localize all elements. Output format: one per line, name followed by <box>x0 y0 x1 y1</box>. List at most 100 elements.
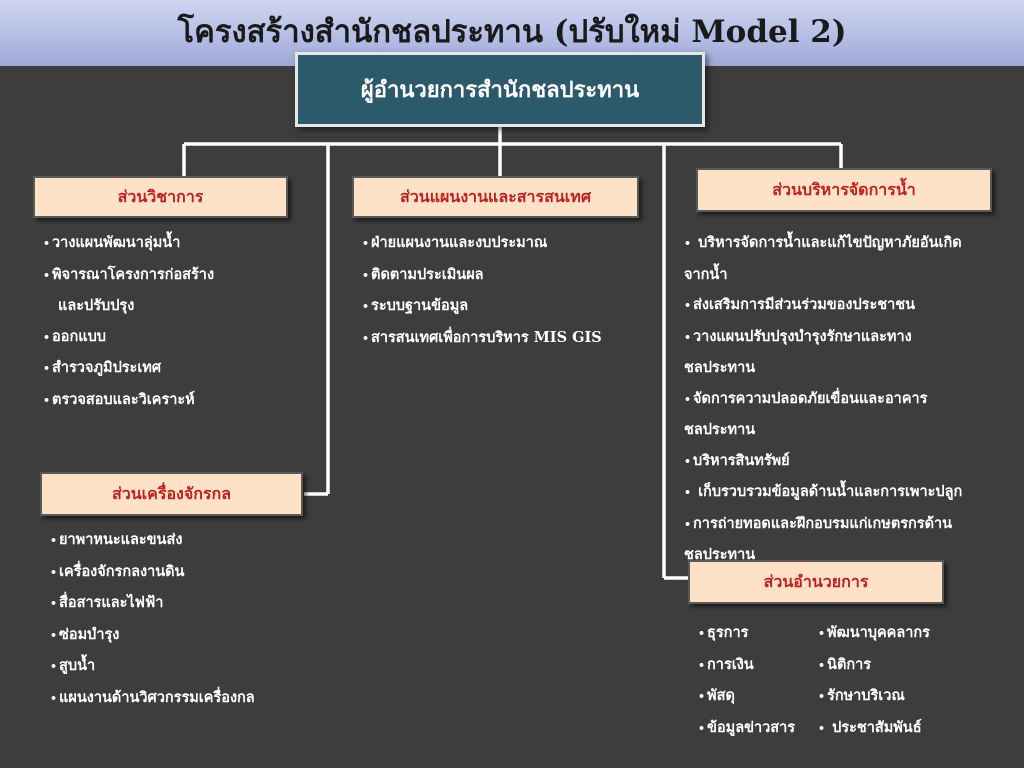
list-item-text: ชลประทาน <box>684 359 756 376</box>
bullet-icon: • <box>818 658 826 672</box>
bullet-icon: • <box>362 268 370 282</box>
dept-label-water: ส่วนบริหารจัดการน้ำ <box>772 179 916 199</box>
list-item: •นิติการ <box>818 650 930 682</box>
list-item-text: จากน้ำ <box>684 265 728 283</box>
list-item: •สารสนเทศเพื่อการบริหาร MIS GIS <box>362 323 602 355</box>
bullet-icon: • <box>43 393 51 407</box>
list-item-text: พัสดุ <box>707 687 735 704</box>
list-item: •สูบน้ำ <box>50 651 255 683</box>
list-item: •ยาพาหนะและขนส่ง <box>50 525 255 557</box>
list-item: ชลประทาน <box>684 353 1004 384</box>
bullet-icon: • <box>43 268 51 282</box>
list-item-text: เครื่องจักรกลงานดิน <box>59 562 185 580</box>
list-item-text: สูบน้ำ <box>59 657 96 674</box>
list-item-text: พิจารณาโครงการก่อสร้าง <box>52 265 215 283</box>
dept-box-planning: ส่วนแผนงานและสารสนเทศ <box>352 176 639 218</box>
list-item-text: แผนงานด้านวิศวกรรมเครื่องกล <box>59 688 255 706</box>
bullet-icon: • <box>698 721 706 735</box>
bullet-icon: • <box>50 534 58 547</box>
list-item: •การเงิน <box>698 650 795 682</box>
list-machinery: •ยาพาหนะและขนส่ง •เครื่องจักรกลงานดิน •ส… <box>50 525 255 714</box>
bullet-icon: • <box>684 454 692 468</box>
list-item: •สื่อสารและไฟฟ้า <box>50 588 255 620</box>
bullet-icon: • <box>50 660 58 673</box>
list-item: • บริหารจัดการน้ำและแก้ไขปัญหาภัยอันเกิด <box>684 228 1004 260</box>
list-item: •สำรวจภูมิประเทศ <box>43 353 214 385</box>
list-planning: •ฝ่ายแผนงานและงบประมาณ •ติดตามประเมินผล … <box>362 228 602 354</box>
bullet-icon: • <box>50 628 58 642</box>
list-water: • บริหารจัดการน้ำและแก้ไขปัญหาภัยอันเกิด… <box>684 228 1004 571</box>
bullet-icon: • <box>684 486 692 499</box>
bullet-icon: • <box>43 330 51 344</box>
list-item: •ซ่อมบำรุง <box>50 620 255 652</box>
list-item: •พัสดุ <box>698 681 795 713</box>
list-item: และปรับปรุง <box>43 291 214 322</box>
list-item-text: ชลประทาน <box>684 421 756 438</box>
list-item: •ออกแบบ <box>43 322 214 354</box>
list-item: •ตรวจสอบและวิเคราะห์ <box>43 385 214 417</box>
list-academic: •วางแผนพัฒนาลุ่มน้ำ •พิจารณาโครงการก่อสร… <box>43 228 214 416</box>
list-item-text: สำรวจภูมิประเทศ <box>52 359 162 376</box>
list-item: •วางแผนปรับปรุงบำรุงรักษาและทาง <box>684 322 1004 354</box>
list-item: •พัฒนาบุคคลากร <box>818 618 930 650</box>
list-item: •ระบบฐานข้อมูล <box>362 291 602 323</box>
bullet-icon: • <box>362 300 370 313</box>
list-item-text: ตรวจสอบและวิเคราะห์ <box>52 390 195 408</box>
list-item: จากน้ำ <box>684 260 1004 291</box>
dept-box-machinery: ส่วนเครื่องจักรกล <box>40 472 303 516</box>
list-item-text: ส่งเสริมการมีส่วนร่วมของประชาชน <box>693 296 915 313</box>
list-item-text: ชลประทาน <box>684 546 756 563</box>
list-item-text: บริหารสินทรัพย์ <box>693 451 790 469</box>
list-item: •ธุรการ <box>698 618 795 650</box>
list-item: •ติดตามประเมินผล <box>362 260 602 292</box>
list-item: •จัดการความปลอดภัยเขื่อนและอาคาร <box>684 384 1004 416</box>
bullet-icon: • <box>818 627 826 640</box>
list-item-text: วางแผนพัฒนาลุ่มน้ำ <box>52 234 181 251</box>
list-item: •รักษาบริเวณ <box>818 681 930 713</box>
list-item: •แผนงานด้านวิศวกรรมเครื่องกล <box>50 683 255 715</box>
list-item-text: ซ่อมบำรุง <box>59 625 120 643</box>
list-item-text: การเงิน <box>707 655 754 673</box>
bullet-icon: • <box>818 721 826 735</box>
list-item-text: ติดตามประเมินผล <box>371 265 484 283</box>
list-item-text: สารสนเทศเพื่อการบริหาร MIS GIS <box>371 328 602 346</box>
list-item: •ข้อมูลข่าวสาร <box>698 713 795 745</box>
bullet-icon: • <box>362 331 370 345</box>
list-item: ชลประทาน <box>684 415 1004 446</box>
dept-box-water: ส่วนบริหารจัดการน้ำ <box>696 168 992 212</box>
list-item: •ฝ่ายแผนงานและงบประมาณ <box>362 228 602 260</box>
list-item: • เก็บรวบรวมข้อมูลด้านน้ำและการเพาะปลูก <box>684 477 1004 509</box>
dept-label-planning: ส่วนแผนงานและสารสนเทศ <box>400 186 591 206</box>
list-item-text: ฝ่ายแผนงานและงบประมาณ <box>371 234 548 251</box>
bullet-icon: • <box>50 565 58 579</box>
list-admin-left: •ธุรการ •การเงิน •พัสดุ •ข้อมูลข่าวสาร <box>698 618 795 744</box>
list-item-text: พัฒนาบุคคลากร <box>827 624 930 641</box>
list-item-text: และปรับปรุง <box>58 297 135 314</box>
list-item-text: วางแผนปรับปรุงบำรุงรักษาและทาง <box>693 327 912 345</box>
list-item: • ประชาสัมพันธ์ <box>818 713 930 745</box>
list-item-text: ออกแบบ <box>52 327 106 345</box>
bullet-icon: • <box>684 517 692 531</box>
dept-box-admin: ส่วนอำนวยการ <box>688 560 944 604</box>
dept-label-admin: ส่วนอำนวยการ <box>763 571 869 591</box>
list-item: •ส่งเสริมการมีส่วนร่วมของประชาชน <box>684 290 1004 322</box>
list-item-text: ข้อมูลข่าวสาร <box>707 718 796 736</box>
list-item-text: นิติการ <box>827 655 872 673</box>
bullet-icon: • <box>698 690 706 703</box>
list-item: •พิจารณาโครงการก่อสร้าง <box>43 260 214 292</box>
bullet-icon: • <box>50 597 58 610</box>
list-item-text: ยาพาหนะและขนส่ง <box>59 531 183 548</box>
bullet-icon: • <box>818 690 826 703</box>
list-item-text: จัดการความปลอดภัยเขื่อนและอาคาร <box>693 389 928 407</box>
dept-box-academic: ส่วนวิชาการ <box>33 176 288 218</box>
page-title: โครงสร้างสำนักชลประทาน (ปรับใหม่ Model 2… <box>177 14 847 50</box>
dept-label-academic: ส่วนวิชาการ <box>117 186 204 206</box>
list-item: •วางแผนพัฒนาลุ่มน้ำ <box>43 228 214 260</box>
list-item-text: ระบบฐานข้อมูล <box>371 297 469 314</box>
list-item-text: รักษาบริเวณ <box>827 687 905 704</box>
bullet-icon: • <box>698 627 706 640</box>
list-item: •เครื่องจักรกลงานดิน <box>50 557 255 589</box>
bullet-icon: • <box>50 691 58 705</box>
dept-label-machinery: ส่วนเครื่องจักรกล <box>111 483 232 503</box>
